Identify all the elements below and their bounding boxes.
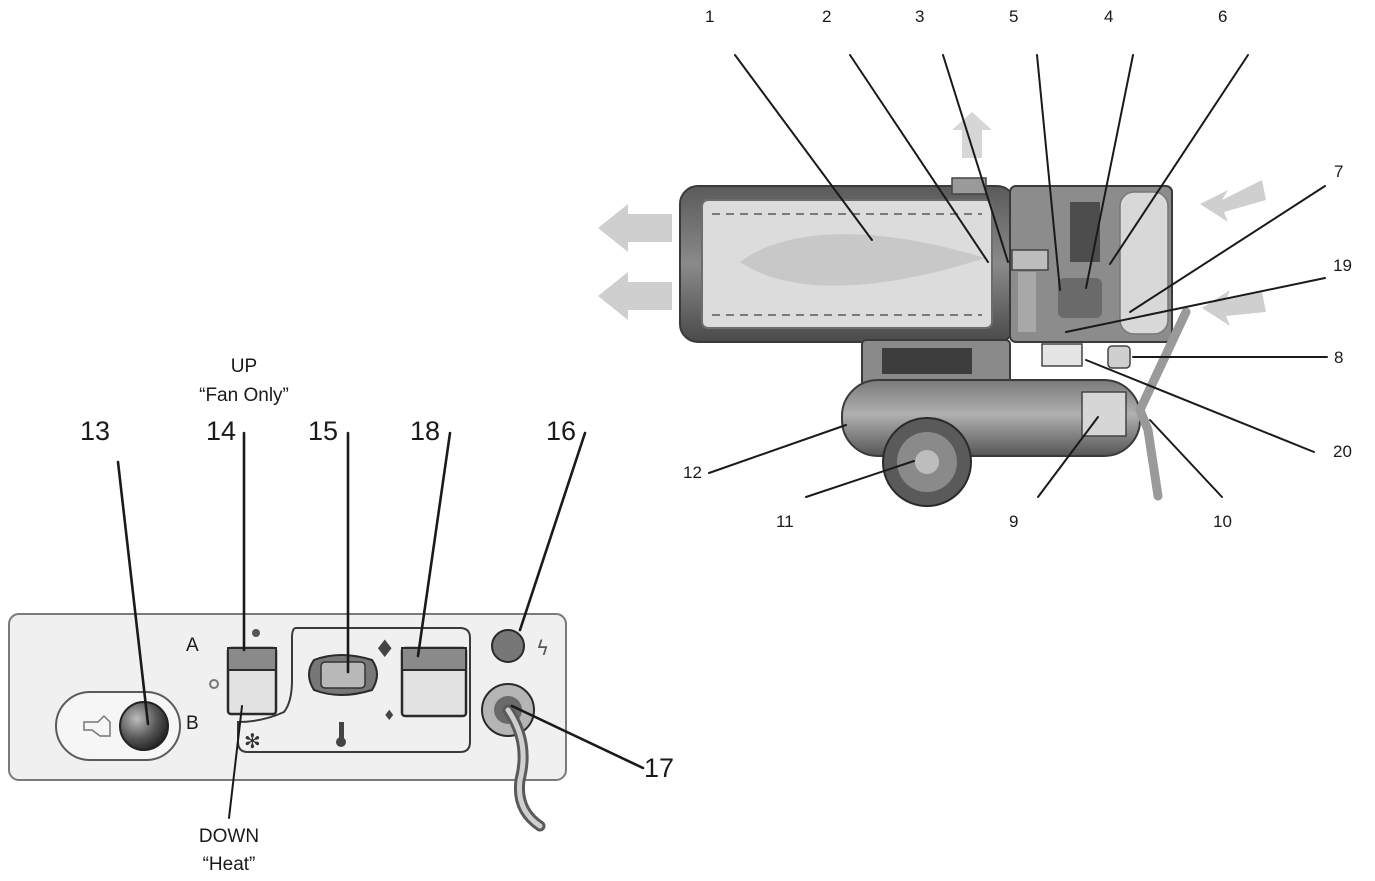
callout-10: 10 (1213, 512, 1232, 531)
flame (740, 234, 985, 286)
switch-down-mode: “Heat” (203, 854, 256, 875)
heater-illustration (598, 112, 1266, 507)
callout-5: 5 (1009, 7, 1018, 26)
switch-up-mode: “Fan Only” (199, 385, 289, 406)
snowflake-icon: ✻ (244, 729, 261, 753)
callout-3: 3 (915, 7, 924, 26)
control-panel: ✻ ♦ ♦ ϟ (8, 613, 567, 832)
callout-15: 15 (308, 416, 338, 446)
callout-4: 4 (1104, 7, 1113, 26)
flame-icon-low: ♦ (383, 708, 396, 724)
callout-16: 16 (546, 416, 576, 446)
switch-down-label: DOWN (199, 826, 259, 847)
exhaust-arrow (952, 112, 992, 158)
pump-icon (83, 714, 111, 737)
callout-8: 8 (1334, 348, 1343, 367)
heat-indicator-icon (209, 679, 219, 689)
airflow-arrows-in (1200, 180, 1266, 326)
switch-up-label: UP (231, 356, 257, 377)
callout-6: 6 (1218, 7, 1227, 26)
power-indicator-light (491, 629, 525, 663)
panel-leader-lines (116, 431, 645, 819)
handle (1135, 307, 1191, 501)
power-icon: ϟ (536, 636, 549, 660)
position-b-label: B (186, 713, 199, 734)
callout-18: 18 (410, 416, 440, 446)
callout-1: 1 (705, 7, 714, 26)
callout-19: 19 (1333, 256, 1352, 275)
heater-callouts: 1 2 3 5 4 6 7 19 8 20 12 11 9 10 (683, 7, 1352, 531)
flame-icon-high: ♦ (374, 635, 396, 663)
fan-only-indicator-icon (252, 629, 260, 637)
airflow-arrows-out (598, 204, 672, 320)
heater-leader-lines (708, 54, 1328, 498)
callout-11: 11 (776, 512, 794, 531)
callout-2: 2 (822, 7, 831, 26)
panel-labels: UP “Fan Only” DOWN “Heat” A B 13 14 15 1… (80, 356, 674, 875)
callout-9: 9 (1009, 512, 1018, 531)
callout-20: 20 (1333, 442, 1352, 461)
thermometer-icon (339, 722, 344, 740)
callout-14: 14 (206, 416, 236, 446)
callout-7: 7 (1334, 162, 1343, 181)
reset-button[interactable] (119, 701, 169, 751)
callout-13: 13 (80, 416, 110, 446)
callout-12: 12 (683, 463, 702, 482)
callout-17: 17 (644, 753, 674, 783)
position-a-label: A (186, 635, 199, 656)
